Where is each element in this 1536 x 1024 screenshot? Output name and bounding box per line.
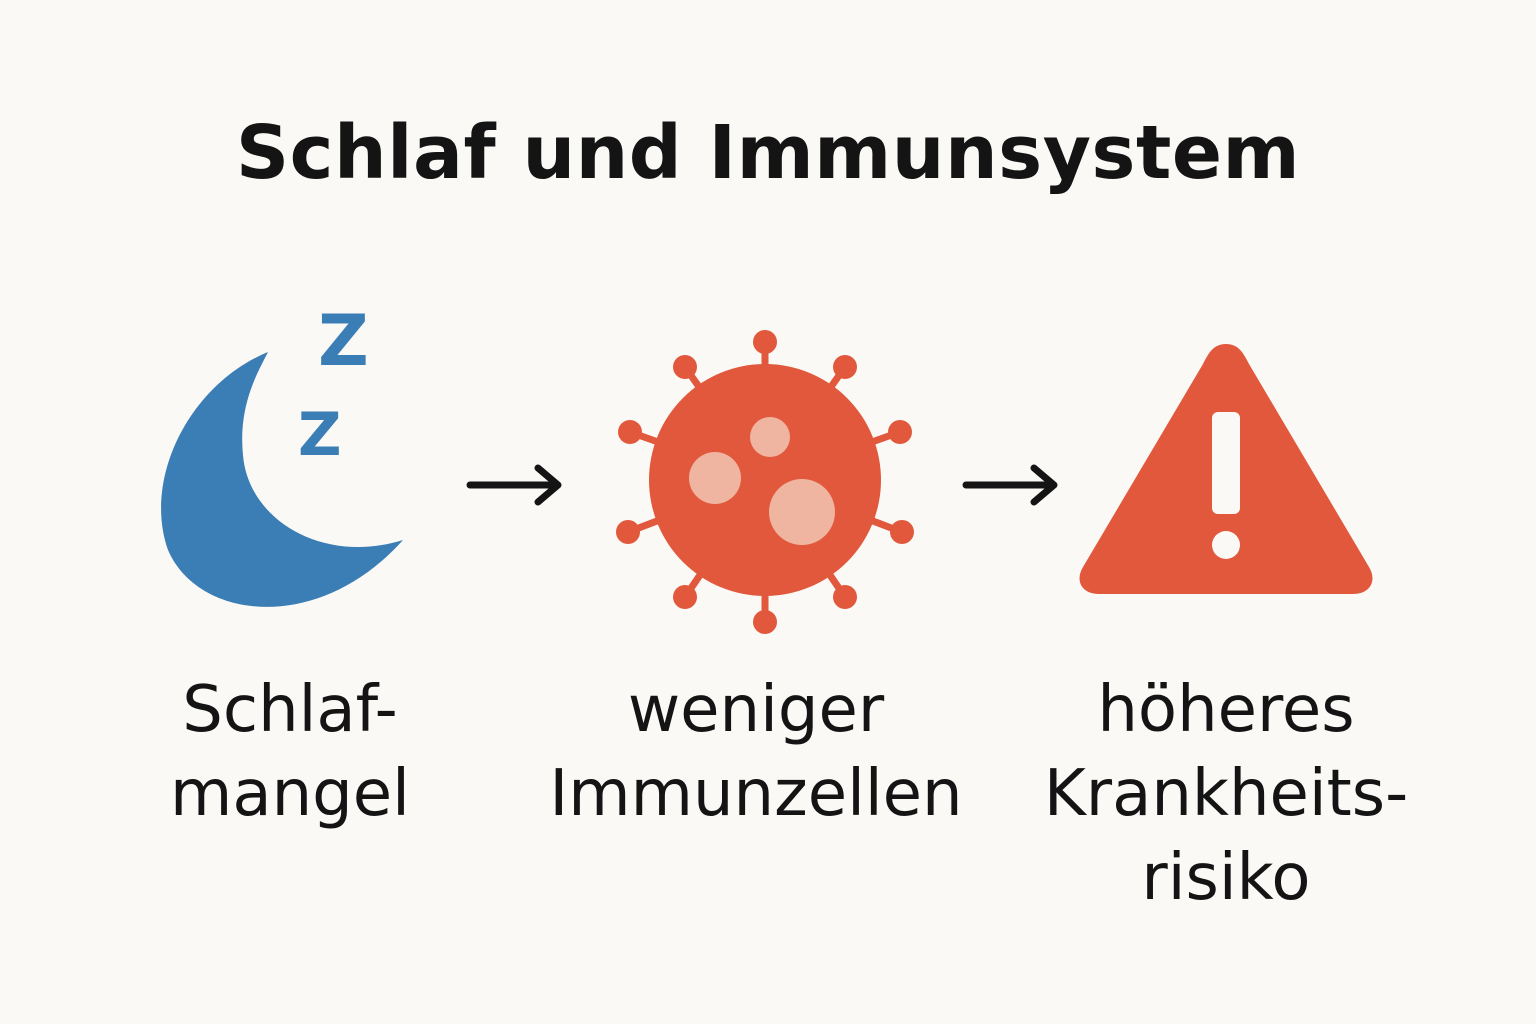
virus-cell-icon xyxy=(616,330,914,634)
moon-shape xyxy=(161,352,403,607)
virus-body xyxy=(649,364,881,596)
virus-spot xyxy=(750,417,790,457)
warning-triangle-icon xyxy=(1079,344,1373,594)
sleep-mark-large: Z xyxy=(318,300,369,382)
virus-spot xyxy=(689,452,741,504)
arrow-right-icon xyxy=(466,464,562,506)
exclamation-bar xyxy=(1212,412,1240,514)
exclamation-dot xyxy=(1212,531,1240,559)
sleep-mark-small: Z xyxy=(298,400,342,470)
diagram-title: Schlaf und Immunsystem xyxy=(235,110,1301,196)
virus-spot xyxy=(769,479,835,545)
arrow-right-icon xyxy=(962,464,1058,506)
step-label-fewer-immune-cells: weniger Immunzellen xyxy=(549,673,963,831)
step-label-higher-disease-risk: höheres Krankheits- risiko xyxy=(1043,673,1409,915)
moon-icon: Z Z xyxy=(161,300,403,607)
step-label-sleep-deprivation: Schlaf- mangel xyxy=(170,673,410,831)
